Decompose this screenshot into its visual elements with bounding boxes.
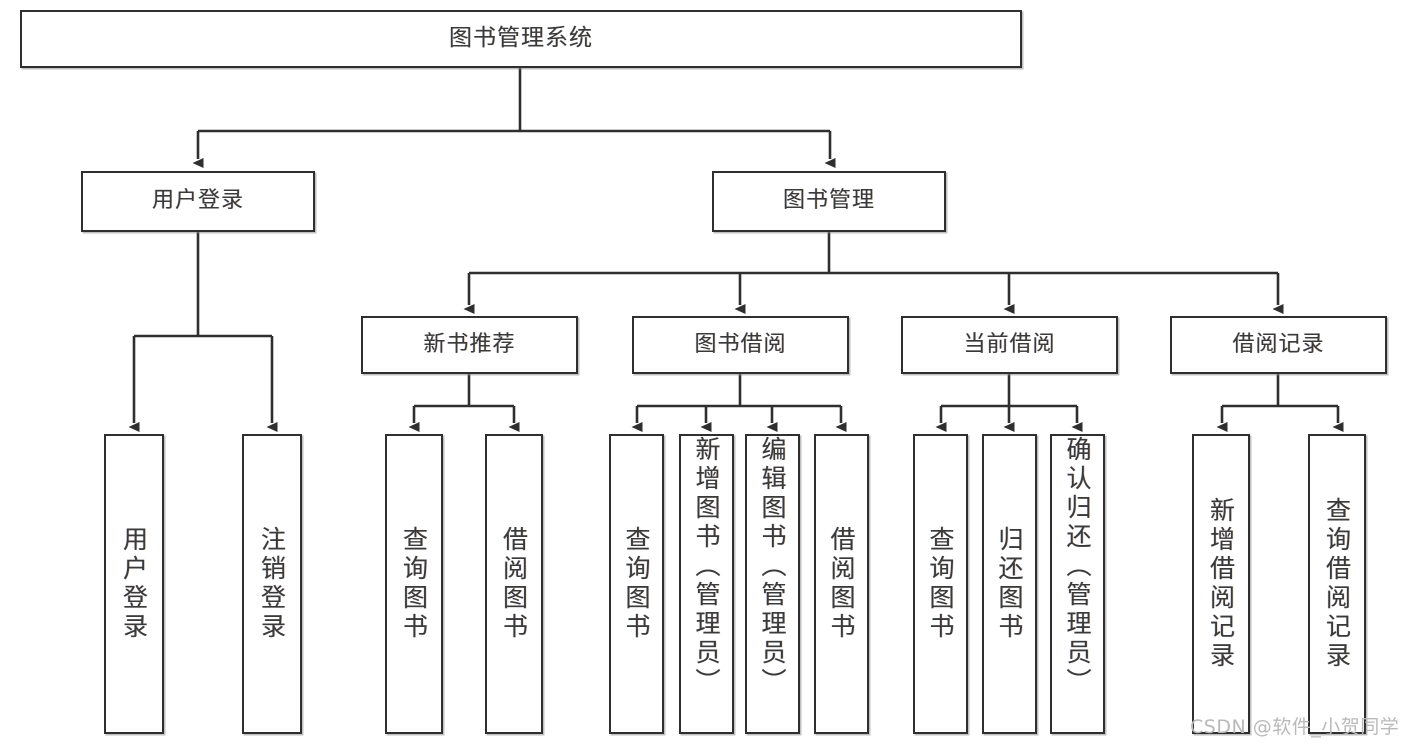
leaf-query-book-3[interactable]: 查询图书 <box>913 434 968 734</box>
node-new-book-recommend-label: 新书推荐 <box>423 331 516 357</box>
leaf-borrow-book-2-label: 借阅图书 <box>827 526 856 642</box>
leaf-query-book-2[interactable]: 查询图书 <box>609 434 664 734</box>
leaf-user-login-label: 用户登录 <box>119 526 149 642</box>
node-current-borrow-label: 当前借阅 <box>963 331 1056 357</box>
node-book-manage[interactable]: 图书管理 <box>712 171 946 232</box>
leaf-add-record[interactable]: 新增借阅记录 <box>1192 434 1250 734</box>
node-user-login-label: 用户登录 <box>151 188 244 214</box>
leaf-logout-label: 注销登录 <box>257 526 287 642</box>
leaf-add-book[interactable]: 新增图书（管理员） <box>679 434 734 734</box>
leaf-logout[interactable]: 注销登录 <box>242 434 302 734</box>
leaf-user-login[interactable]: 用户登录 <box>104 434 164 734</box>
leaf-return-book-label: 归还图书 <box>995 526 1024 642</box>
node-root-label: 图书管理系统 <box>449 25 593 52</box>
node-book-borrow-label: 图书借阅 <box>694 331 787 357</box>
leaf-borrow-book-1-label: 借阅图书 <box>499 526 529 642</box>
leaf-query-book-1[interactable]: 查询图书 <box>385 434 443 734</box>
leaf-query-book-2-label: 查询图书 <box>622 526 651 642</box>
node-user-login[interactable]: 用户登录 <box>81 171 315 232</box>
leaf-add-book-label: 新增图书（管理员） <box>692 436 721 697</box>
leaf-edit-book-label: 编辑图书（管理员） <box>758 436 787 697</box>
leaf-edit-book[interactable]: 编辑图书（管理员） <box>745 434 800 734</box>
node-book-manage-label: 图书管理 <box>782 188 875 214</box>
node-new-book-recommend[interactable]: 新书推荐 <box>361 316 578 374</box>
leaf-return-book[interactable]: 归还图书 <box>982 434 1037 734</box>
leaf-borrow-book-1[interactable]: 借阅图书 <box>485 434 543 734</box>
node-root[interactable]: 图书管理系统 <box>20 10 1022 68</box>
leaf-query-book-1-label: 查询图书 <box>399 526 429 642</box>
node-borrow-record-label: 借阅记录 <box>1232 331 1325 357</box>
leaf-query-book-3-label: 查询图书 <box>926 526 955 642</box>
node-current-borrow[interactable]: 当前借阅 <box>901 316 1118 374</box>
leaf-add-record-label: 新增借阅记录 <box>1206 497 1236 671</box>
node-borrow-record[interactable]: 借阅记录 <box>1170 316 1387 374</box>
leaf-query-record[interactable]: 查询借阅记录 <box>1308 434 1366 734</box>
csdn-watermark: CSDN @软件_小贺同学 <box>1190 716 1400 738</box>
leaf-confirm-return-label: 确认归还（管理员） <box>1063 436 1092 697</box>
leaf-query-record-label: 查询借阅记录 <box>1322 497 1352 671</box>
leaf-borrow-book-2[interactable]: 借阅图书 <box>814 434 869 734</box>
node-book-borrow[interactable]: 图书借阅 <box>632 316 849 374</box>
leaf-confirm-return[interactable]: 确认归还（管理员） <box>1050 434 1105 734</box>
